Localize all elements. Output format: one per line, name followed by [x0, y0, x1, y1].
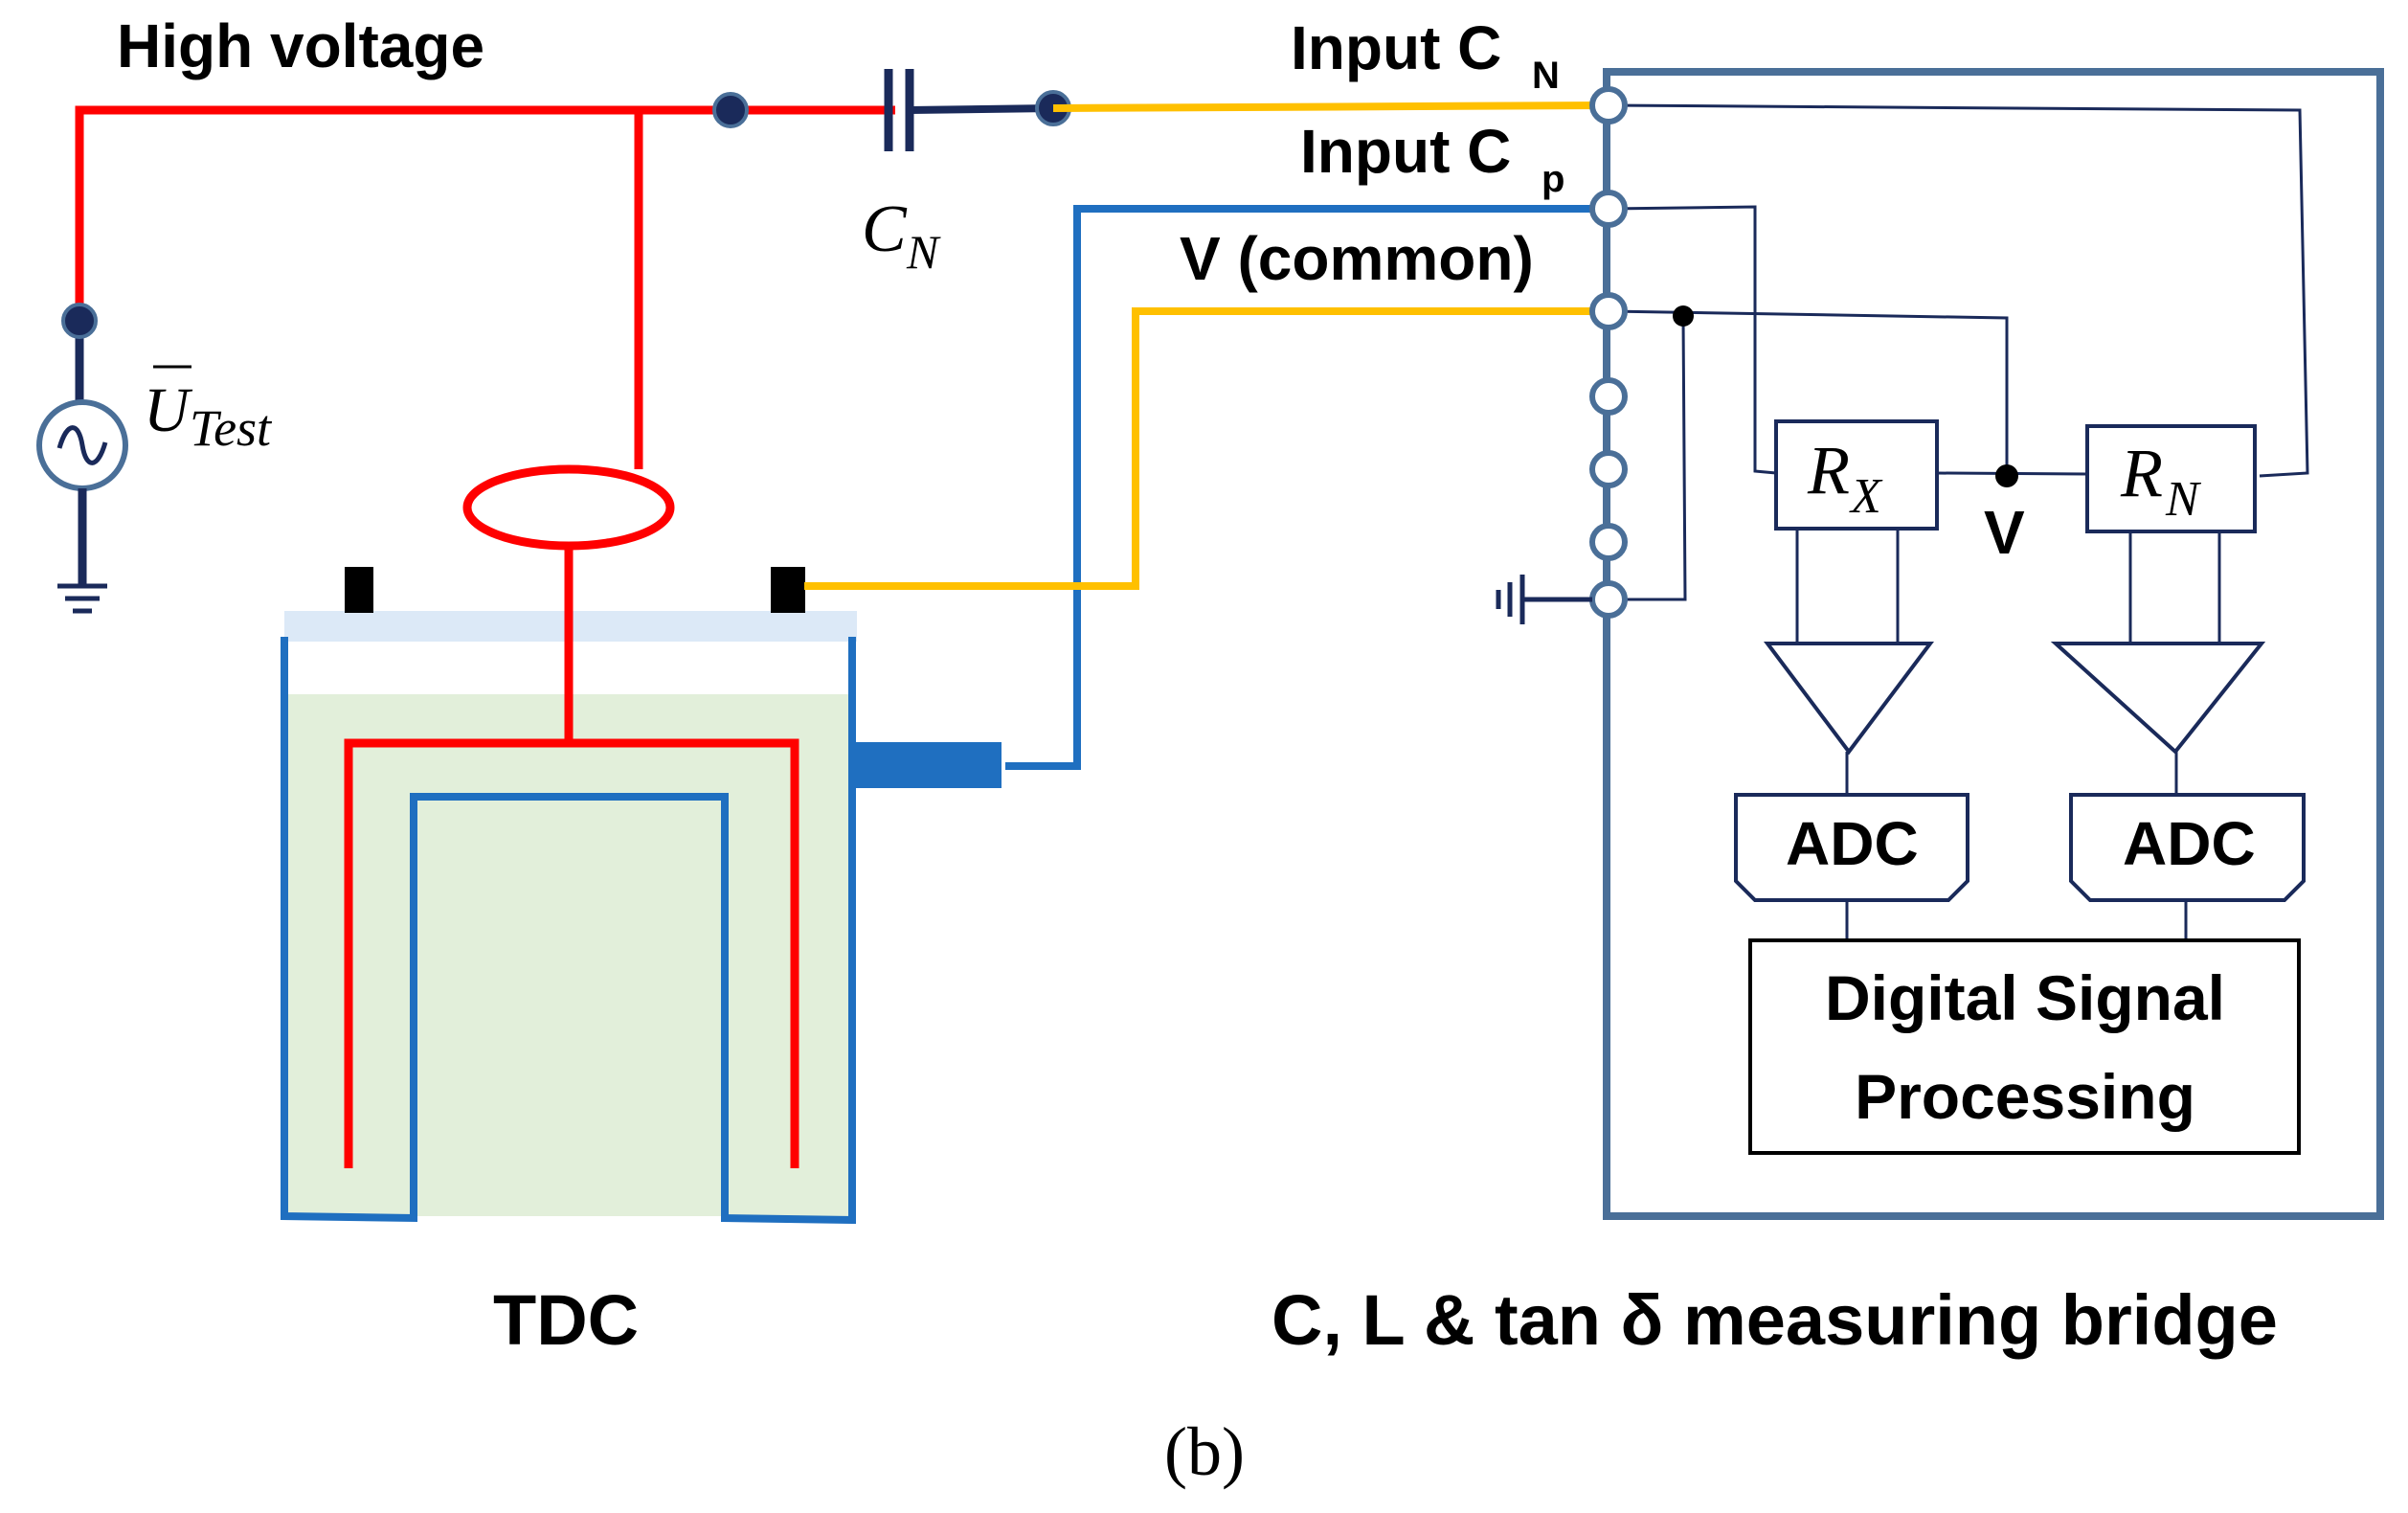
input-cp-label: Input C	[1300, 117, 1511, 186]
input-cp-subscript: p	[1542, 158, 1564, 200]
adc-left-label: ADC	[1786, 809, 1919, 878]
terminal-input-cp	[1589, 190, 1628, 228]
rn-subscript: N	[2165, 472, 2202, 527]
terminal-ground	[1589, 580, 1628, 619]
v-common-label: V (common)	[1180, 224, 1534, 293]
rn-label: R	[2120, 435, 2163, 511]
input-cn-label: Input C	[1291, 13, 1501, 82]
cn-label: C	[862, 192, 908, 266]
tdc-label: TDC	[493, 1280, 639, 1360]
adc-left-block	[1734, 793, 1969, 902]
bridge-ground-icon	[1496, 575, 1592, 624]
high-voltage-wire	[75, 105, 639, 328]
wire-input-cp	[1005, 205, 1609, 770]
ac-sine-icon	[56, 425, 108, 465]
bridge-terminals	[1589, 86, 1628, 619]
high-voltage-circuit: U Test High voltage	[36, 11, 895, 614]
capacitor-cn: C N	[862, 69, 1071, 279]
wire-input-cn	[1052, 102, 1609, 112]
rx-subscript: X	[1849, 469, 1883, 524]
terminal-v-common	[1589, 292, 1628, 330]
v-node-dot	[1995, 464, 2018, 487]
terminal-left	[345, 567, 373, 613]
v-node-label: V	[1984, 498, 2025, 567]
figure-caption: (b)	[1164, 1413, 1245, 1490]
v-common-junction-dot	[1673, 305, 1694, 327]
hv-node-dot	[712, 92, 749, 128]
wire-v-common	[804, 307, 1609, 590]
utest-label: U	[144, 375, 193, 445]
terminal-spare-3	[1589, 523, 1628, 561]
dsp-line1: Digital Signal	[1825, 962, 2225, 1033]
bridge-internal-wiring	[1608, 103, 2309, 938]
adc-right-label: ADC	[2123, 809, 2256, 878]
amplifier-right	[2050, 642, 2266, 755]
hv-bushing-ring	[462, 464, 675, 551]
bridge-frame	[1603, 68, 2384, 1220]
measuring-bridge: R X R N V ADC ADC Digital Signal Process…	[1272, 68, 2384, 1360]
utest-subscript: Test	[190, 399, 273, 457]
cn-subscript: N	[906, 225, 941, 279]
rx-label: R	[1807, 432, 1850, 508]
adc-right-block	[2069, 793, 2306, 902]
terminal-spare-2	[1589, 450, 1628, 488]
terminal-right	[771, 567, 805, 613]
dsp-block	[1748, 938, 2301, 1155]
resistor-rx	[1774, 419, 1939, 531]
cn-right-lead	[909, 104, 1054, 114]
resistor-rn	[2085, 424, 2257, 533]
bridge-label: C, L & tan δ measuring bridge	[1272, 1280, 2278, 1360]
signal-wires	[804, 102, 1609, 770]
amplifier-left	[1763, 642, 1935, 756]
input-cn-subscript: N	[1532, 55, 1560, 97]
tdc-transformer: TDC	[281, 464, 1001, 1360]
terminal-input-cn	[1589, 86, 1628, 124]
core-outline	[281, 637, 856, 1225]
terminal-spare-1	[1589, 377, 1628, 416]
ground-icon	[57, 583, 107, 614]
dsp-line2: Processing	[1855, 1061, 2195, 1132]
source-top-dot	[61, 303, 98, 339]
hv-winding	[344, 738, 799, 1168]
tank-oil-fill	[287, 694, 852, 1216]
high-voltage-label: High voltage	[117, 11, 484, 80]
measuring-tap	[855, 742, 1001, 788]
